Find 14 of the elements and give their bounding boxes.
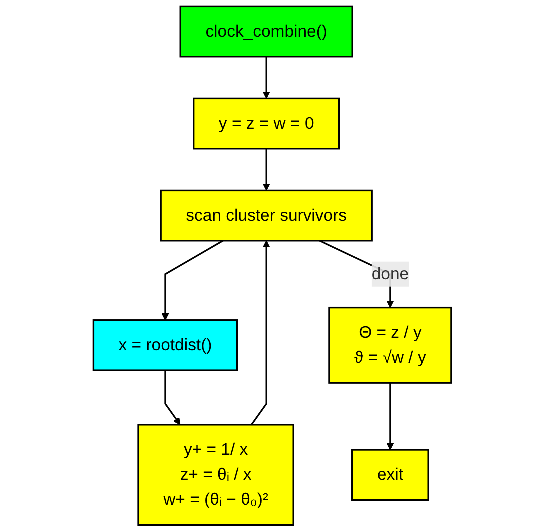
node-box: scan cluster survivors — [160, 190, 374, 242]
arrow — [387, 383, 395, 450]
node-box: clock_combine() — [180, 6, 354, 58]
arrow — [263, 56, 271, 100]
arrow — [263, 148, 271, 192]
node-box: x = rootdist() — [93, 320, 239, 372]
node-box: y+ = 1/ x z+ = θᵢ / x w+ = (θᵢ − θ₀)² — [138, 424, 295, 526]
node-box: Θ = z / y ϑ = √w / y — [329, 306, 453, 384]
arrow — [162, 240, 224, 321]
node-box: y = z = w = 0 — [193, 98, 341, 150]
node-box: exit — [352, 449, 430, 502]
arrow — [251, 240, 271, 426]
arrow — [165, 370, 182, 426]
edge-label: done — [372, 265, 410, 284]
